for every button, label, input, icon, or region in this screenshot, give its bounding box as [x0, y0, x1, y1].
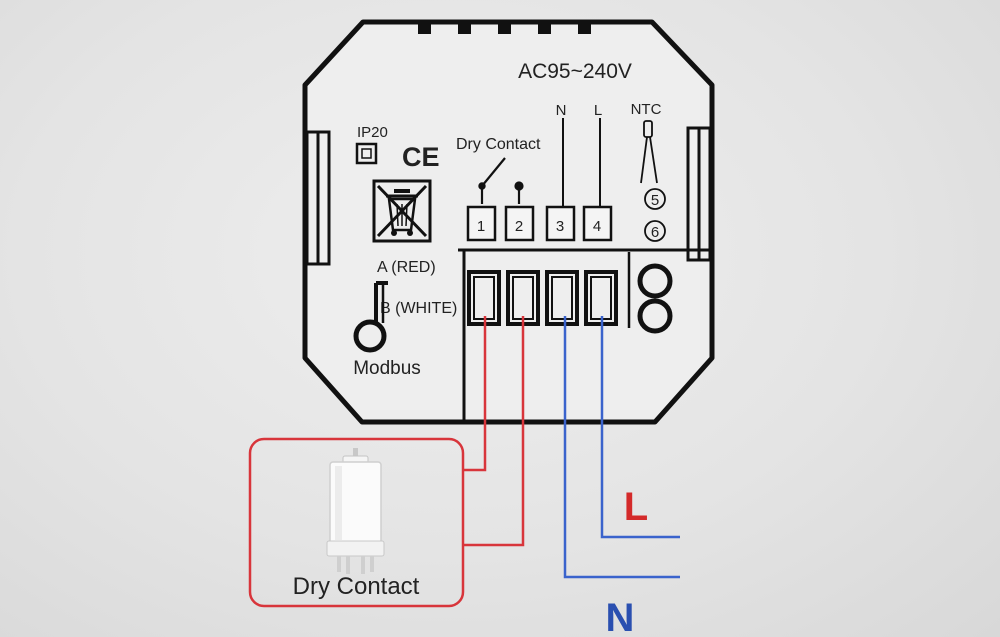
terminal-block: [458, 248, 712, 422]
svg-text:2: 2: [515, 218, 523, 235]
svg-text:1: 1: [477, 218, 485, 235]
terminal-1: 1: [466, 205, 497, 242]
svg-text:6: 6: [651, 224, 659, 241]
right-clip: [686, 126, 712, 262]
modbus-connector-icon: [353, 281, 388, 353]
terminal-n-label: N: [556, 102, 567, 119]
terminal-2: 2: [504, 205, 535, 242]
svg-text:3: 3: [556, 218, 564, 235]
weee-bin-icon: [372, 179, 432, 243]
ntc-label: NTC: [631, 101, 662, 118]
dry-contact-caption: Dry Contact: [293, 573, 420, 600]
svg-text:4: 4: [593, 218, 601, 235]
modbus-a-label: A (RED): [377, 259, 436, 276]
terminal-3: 3: [545, 205, 576, 242]
voltage-label: AC95~240V: [518, 60, 632, 83]
ce-mark-icon: CE: [402, 142, 440, 172]
svg-text:5: 5: [651, 192, 659, 209]
ip-rating-label: IP20: [357, 124, 388, 141]
dry-contact-device-label: Dry Contact: [456, 136, 541, 153]
ip-square-icon: [355, 142, 378, 165]
terminal-l-label: L: [594, 102, 602, 119]
neutral-label: N: [606, 596, 635, 637]
ntc-sensor-icon: [640, 120, 658, 184]
ntc-terminal-5: 5: [644, 188, 666, 210]
live-label: L: [624, 485, 648, 529]
dry-contact-switch-icon: [478, 157, 524, 204]
ntc-terminal-6: 6: [644, 220, 666, 242]
contactor-icon: [326, 448, 385, 574]
modbus-label: Modbus: [353, 358, 421, 379]
blue-wires: [563, 316, 680, 579]
modbus-b-label: B (WHITE): [380, 300, 457, 317]
red-wires: [463, 316, 525, 547]
left-clip: [305, 130, 331, 266]
dry-contact-box: [248, 437, 465, 608]
top-notches: [418, 22, 591, 34]
terminal-4: 4: [582, 205, 613, 242]
